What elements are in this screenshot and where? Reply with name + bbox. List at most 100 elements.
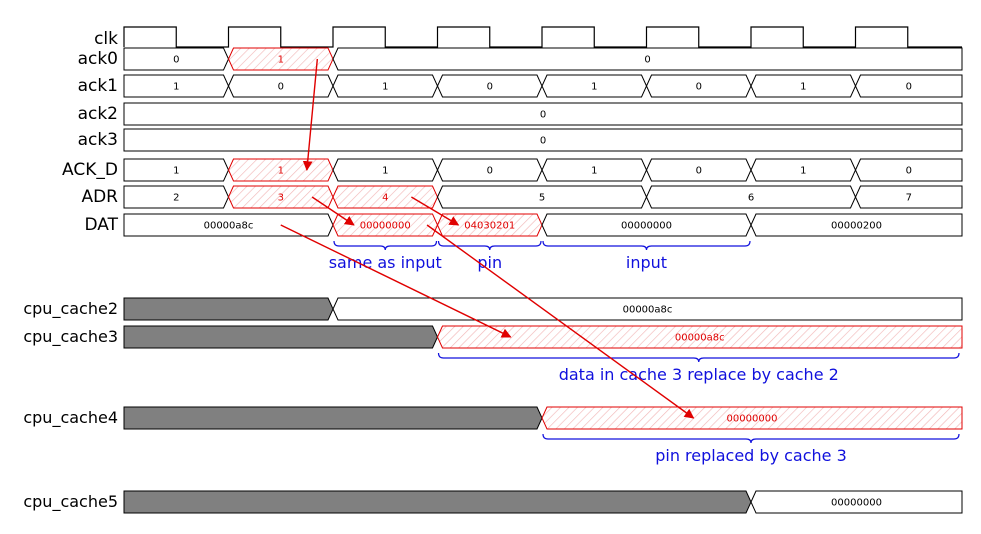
signal-label-clk: clk (94, 29, 118, 49)
segment-value: 04030201 (464, 221, 515, 232)
segment-value: 00000a8c (623, 305, 673, 316)
value-segment (332, 47, 963, 71)
value-segment (750, 158, 857, 182)
signal-row-dat: DAT 00000a8c 00000000 04030201 00000000 00000… (85, 213, 963, 237)
annotations: same as input pin input data in cache 3 rep… (329, 240, 960, 465)
annotation-label: data in cache 3 replace by cache 2 (559, 365, 839, 384)
segment-value: 0 (540, 136, 546, 147)
highlighted-segment (227, 47, 334, 71)
segment-value: 1 (173, 82, 179, 93)
signal-label: cpu_cache4 (23, 408, 118, 428)
undefined-segment (123, 325, 439, 349)
signal-label: ack3 (78, 130, 118, 150)
brace (542, 433, 960, 444)
clk-row: clk (94, 26, 962, 49)
signal-label: cpu_cache3 (23, 327, 118, 347)
annotation: data in cache 3 replace by cache 2 (437, 352, 960, 384)
value-segment (123, 185, 230, 209)
signal-label: DAT (85, 215, 119, 235)
signal-row-cpu-cache3: cpu_cache3 00000a8c (23, 325, 963, 349)
signal-row-ack0: ack0 0 1 0 (78, 47, 963, 71)
segment-value: 0 (487, 82, 493, 93)
segment-value: 00000200 (831, 221, 882, 232)
segment-value: 0 (906, 166, 912, 177)
segment-value: 0 (644, 55, 650, 66)
value-segment (436, 185, 648, 209)
signal-label: ack1 (78, 76, 118, 96)
value-segment (123, 74, 230, 98)
value-segment (436, 158, 543, 182)
segment-value: 00000000 (831, 498, 882, 509)
value-segment (541, 213, 752, 237)
segment-value: 1 (591, 166, 597, 177)
signal-row-ack3: ack3 0 (78, 128, 963, 152)
highlighted-segment (436, 325, 963, 349)
segment-value: 1 (382, 82, 388, 93)
brace (542, 240, 751, 251)
highlighted-segment (541, 406, 963, 430)
segment-value: 6 (748, 193, 754, 204)
dependency-arrows (280, 58, 695, 419)
segment-value: 0 (278, 82, 284, 93)
segment-value: 0 (696, 166, 702, 177)
segment-value: 2 (173, 193, 179, 204)
segment-value: 0 (696, 82, 702, 93)
highlighted-segment (436, 213, 543, 237)
annotation: same as input (329, 240, 442, 272)
segment-value: 7 (906, 193, 912, 204)
value-segment (123, 158, 230, 182)
highlighted-segment (332, 185, 439, 209)
value-segment (541, 74, 648, 98)
segment-value: 00000000 (727, 414, 778, 425)
value-segment (645, 158, 752, 182)
signal-label: cpu_cache5 (23, 492, 118, 512)
segment-value: 0 (906, 82, 912, 93)
dependency-arrow (280, 224, 512, 338)
brace (437, 240, 542, 251)
annotation: pin (437, 240, 542, 272)
segment-value: 1 (278, 166, 284, 177)
undefined-segment (123, 406, 543, 430)
value-segment (541, 158, 648, 182)
signal-label: ack0 (78, 49, 118, 69)
segment-value: 0 (173, 55, 179, 66)
segment-value: 1 (382, 166, 388, 177)
segment-value: 1 (173, 166, 179, 177)
undefined-segment (123, 297, 334, 321)
segment-value: 00000000 (360, 221, 411, 232)
segment-value: 1 (800, 166, 806, 177)
signal-label: ACK_D (62, 160, 118, 180)
signal-label: ADR (81, 187, 118, 207)
annotation-label: pin replaced by cache 3 (655, 446, 847, 465)
value-segment (645, 74, 752, 98)
value-segment (123, 47, 230, 71)
segment-value: 00000a8c (675, 333, 725, 344)
segment-value: 00000000 (621, 221, 672, 232)
segment-value: 1 (800, 82, 806, 93)
value-segment (436, 74, 543, 98)
value-segment (123, 102, 963, 126)
value-segment (123, 213, 334, 237)
value-segment (123, 128, 963, 152)
brace (333, 240, 438, 251)
annotation: pin replaced by cache 3 (542, 433, 960, 465)
segment-value: 00000a8c (204, 221, 254, 232)
value-segment (332, 74, 439, 98)
value-segment (332, 158, 439, 182)
value-segment (854, 74, 963, 98)
segment-value: 1 (278, 55, 284, 66)
annotation-label: pin (477, 253, 502, 272)
dependency-arrow (426, 224, 695, 419)
dependency-arrow (302, 58, 319, 171)
clk-waveform (123, 26, 962, 48)
value-segment (854, 158, 963, 182)
segment-value: 3 (278, 193, 284, 204)
signal-row-cpu-cache5: cpu_cache5 00000000 (23, 490, 963, 514)
annotation: input (542, 240, 751, 272)
